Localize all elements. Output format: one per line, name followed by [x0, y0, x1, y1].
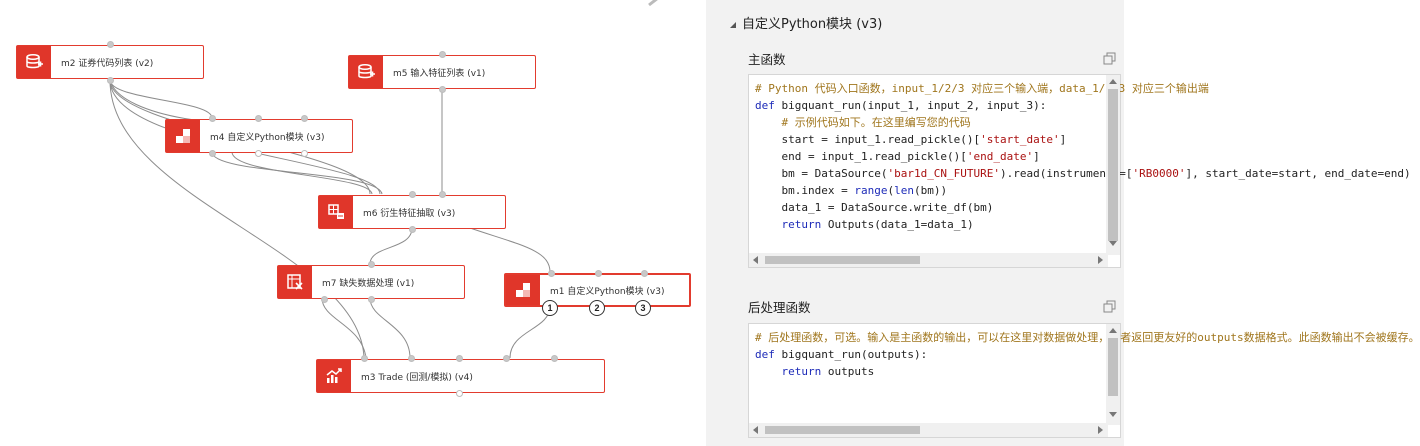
post-function-label: 后处理函数 [748, 300, 811, 315]
horizontal-scrollbar[interactable] [749, 423, 1108, 437]
scroll-down-icon[interactable] [1109, 412, 1117, 417]
expand-editor-icon[interactable] [1103, 52, 1116, 65]
missing-data-icon [278, 266, 312, 298]
edge-m4-m6 [211, 151, 383, 195]
output-port[interactable] [209, 150, 216, 157]
edge-m6-m1 [469, 227, 551, 273]
main-code-text[interactable]: # Python 代码入口函数，input_1/2/3 对应三个输入端，data… [755, 80, 1411, 233]
node-m3[interactable]: m3 Trade (回测/模拟) (v4) [316, 355, 605, 397]
output-port[interactable] [255, 150, 262, 157]
edge-m2-m4 [109, 79, 213, 119]
horizontal-scrollbar[interactable] [749, 253, 1108, 267]
input-port[interactable] [548, 270, 555, 277]
edge-m2-m1 [109, 79, 259, 124]
node-m7[interactable]: m7 缺失数据处理 (v1) [277, 261, 465, 303]
code-line[interactable]: start = input_1.read_pickle()['start_dat… [755, 133, 1067, 146]
input-port[interactable] [439, 191, 446, 198]
edge-m6-m7 [369, 227, 413, 265]
node-label: m2 证券代码列表 (v2) [61, 58, 154, 69]
code-line[interactable]: data_1 = DataSource.write_df(bm) [755, 201, 994, 214]
node-label: m3 Trade (回测/模拟) (v4) [361, 372, 473, 383]
python-module-icon [166, 120, 200, 152]
input-port[interactable] [368, 261, 375, 268]
expand-editor-icon[interactable] [1103, 300, 1116, 313]
node-label: m6 衍生特征抽取 (v3) [363, 208, 456, 219]
node-m5[interactable]: m5 输入特征列表 (v1) [348, 51, 536, 93]
input-port[interactable] [408, 355, 415, 362]
input-port[interactable] [361, 355, 368, 362]
input-port[interactable] [301, 115, 308, 122]
input-port[interactable] [503, 355, 510, 362]
input-port[interactable] [551, 355, 558, 362]
main-function-label: 主函数 [748, 52, 786, 67]
workflow-canvas[interactable]: m2 证券代码列表 (v2) m5 输入特征列表 (v1) m4 自定义Pyth… [0, 0, 706, 446]
output-port[interactable] [409, 226, 416, 233]
output-port-1[interactable]: 1 [542, 300, 558, 316]
input-port[interactable] [409, 191, 416, 198]
output-port[interactable] [321, 296, 328, 303]
node-label: m1 自定义Python模块 (v3) [550, 286, 665, 297]
node-label: m7 缺失数据处理 (v1) [322, 278, 415, 289]
input-port[interactable] [641, 270, 648, 277]
code-line[interactable]: # Python 代码入口函数，input_1/2/3 对应三个输入端，data… [755, 82, 1209, 95]
node-m6[interactable]: m6 衍生特征抽取 (v3) [318, 191, 506, 233]
stock-list-icon [17, 46, 51, 78]
output-port-2[interactable]: 2 [589, 300, 605, 316]
input-port[interactable] [456, 355, 463, 362]
post-code-text[interactable]: # 后处理函数，可选。输入是主函数的输出，可以在这里对数据做处理，或者返回更友好… [755, 329, 1420, 380]
node-m1[interactable]: m1 自定义Python模块 (v3) 1 2 3 [504, 270, 691, 316]
output-port-3[interactable]: 3 [635, 300, 651, 316]
edge-m4-m6-b [231, 151, 373, 195]
feature-extract-icon [319, 196, 353, 228]
trade-chart-icon [317, 360, 351, 392]
scroll-right-icon[interactable] [1098, 256, 1103, 264]
output-port[interactable] [107, 77, 114, 84]
edge-m7-m3 [369, 297, 411, 359]
input-port[interactable] [595, 270, 602, 277]
code-line[interactable]: bm.index = range(len(bm)) [755, 184, 948, 197]
node-label: m4 自定义Python模块 (v3) [210, 132, 325, 143]
code-line[interactable]: end = input_1.read_pickle()['end_date'] [755, 150, 1040, 163]
code-line[interactable]: def bigquant_run(input_1, input_2, input… [755, 99, 1047, 112]
input-port[interactable] [439, 51, 446, 58]
code-line[interactable]: # 示例代码如下。在这里编写您的代码 [781, 116, 971, 129]
code-line[interactable]: bm = DataSource('bar1d_CN_FUTURE').read(… [755, 167, 1411, 180]
output-port[interactable] [439, 86, 446, 93]
scroll-up-icon[interactable] [1109, 79, 1117, 84]
panel-title: 自定义Python模块 (v3) [742, 17, 883, 32]
scroll-down-icon[interactable] [1109, 241, 1117, 246]
scroll-right-icon[interactable] [1098, 426, 1103, 434]
output-port[interactable] [368, 296, 375, 303]
code-line[interactable]: return Outputs(data_1=data_1) [781, 218, 974, 231]
output-port[interactable] [456, 390, 463, 397]
code-line[interactable]: # 后处理函数，可选。输入是主函数的输出，可以在这里对数据做处理，或者返回更友好… [755, 331, 1420, 344]
main-code-editor[interactable]: # Python 代码入口函数，input_1/2/3 对应三个输入端，data… [748, 74, 1411, 268]
node-label: m5 输入特征列表 (v1) [393, 68, 486, 79]
node-m4[interactable]: m4 自定义Python模块 (v3) [165, 115, 353, 157]
edge-m7-m3-b [321, 297, 367, 359]
node-m2[interactable]: m2 证券代码列表 (v2) [16, 41, 204, 84]
post-code-editor[interactable]: # 后处理函数，可选。输入是主函数的输出，可以在这里对数据做处理，或者返回更友好… [748, 323, 1420, 438]
arrow-icon [648, 0, 658, 7]
scroll-up-icon[interactable] [1109, 328, 1117, 333]
input-port[interactable] [107, 41, 114, 48]
stock-list-icon [349, 56, 383, 88]
vertical-scrollbar[interactable] [1106, 75, 1120, 255]
output-port[interactable] [301, 150, 308, 157]
scroll-left-icon[interactable] [753, 426, 758, 434]
code-line[interactable]: return outputs [781, 365, 875, 378]
input-port[interactable] [209, 115, 216, 122]
input-port[interactable] [255, 115, 262, 122]
edge-m2-m3 [109, 79, 365, 359]
scroll-left-icon[interactable] [753, 256, 758, 264]
properties-panel: 自定义Python模块 (v3) 主函数 # Python 代码入口函数，inp… [706, 0, 1420, 446]
collapse-caret-icon[interactable] [729, 16, 737, 28]
python-module-icon [506, 275, 540, 305]
code-line[interactable]: def bigquant_run(outputs): [755, 348, 928, 361]
vertical-scrollbar[interactable] [1106, 324, 1120, 425]
